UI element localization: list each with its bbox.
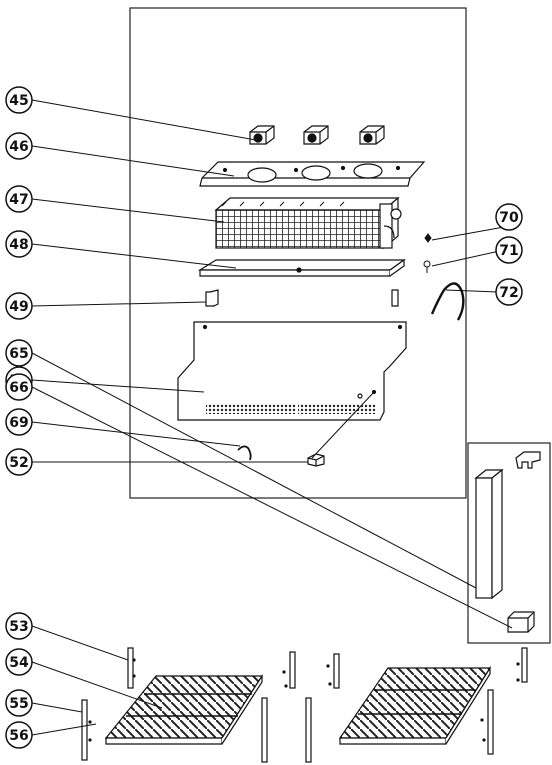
callout-53-label: 53: [9, 619, 28, 635]
callout-71-label: 71: [499, 243, 518, 259]
callout-55-label: 55: [9, 696, 28, 712]
shelf-supports: [81, 647, 528, 763]
callout-48-label: 48: [9, 237, 28, 253]
callout-45: 45: [5, 86, 33, 114]
side-detail-frame: [467, 442, 551, 644]
leader-lines: [31, 99, 513, 736]
callout-70-label: 70: [499, 210, 519, 226]
callout-47: 47: [5, 185, 33, 213]
callout-45-label: 45: [9, 93, 28, 109]
callout-65: 65: [5, 339, 33, 367]
mounting-brackets: [205, 289, 399, 307]
light-cover: [507, 611, 535, 633]
callout-66-label: 66: [9, 380, 28, 396]
callout-47-label: 47: [9, 192, 28, 208]
callout-54: 54: [5, 648, 33, 676]
callout-55: 55: [5, 689, 33, 717]
fan-assembly: [249, 125, 385, 145]
callout-49: 49: [5, 292, 33, 320]
callout-72: 72: [495, 278, 523, 306]
callout-65-label: 65: [9, 346, 28, 362]
wire-shelf-left: [104, 673, 264, 745]
callout-56-label: 56: [9, 728, 28, 744]
rear-panel: [177, 321, 407, 421]
fan-shroud-plate: [199, 161, 426, 187]
support-clips: [88, 658, 520, 742]
door-switch: [307, 453, 325, 467]
callout-54-label: 54: [9, 655, 29, 671]
callout-72-label: 72: [499, 285, 518, 301]
callout-56: 56: [5, 721, 33, 749]
callout-70: 70: [495, 203, 523, 231]
callout-46-label: 46: [9, 139, 28, 155]
callout-53: 53: [5, 612, 33, 640]
callout-48: 48: [5, 230, 33, 258]
callout-52-label: 52: [9, 455, 28, 471]
wire-shelf-right: [338, 665, 492, 745]
callout-52: 52: [5, 448, 33, 476]
callout-71: 71: [495, 236, 523, 264]
callout-46: 46: [5, 132, 33, 160]
upper-assembly-frame: [129, 7, 467, 499]
screw-parts: [423, 233, 432, 273]
callout-69: 69: [5, 408, 33, 436]
callout-69-label: 69: [9, 415, 28, 431]
wire-clip: [237, 445, 252, 461]
callout-66: 66: [5, 373, 33, 401]
drain-hose: [430, 282, 465, 321]
evaporator-coil: [214, 196, 402, 250]
callout-49-label: 49: [9, 299, 28, 315]
side-post: [474, 451, 541, 600]
drain-tray: [197, 258, 406, 277]
